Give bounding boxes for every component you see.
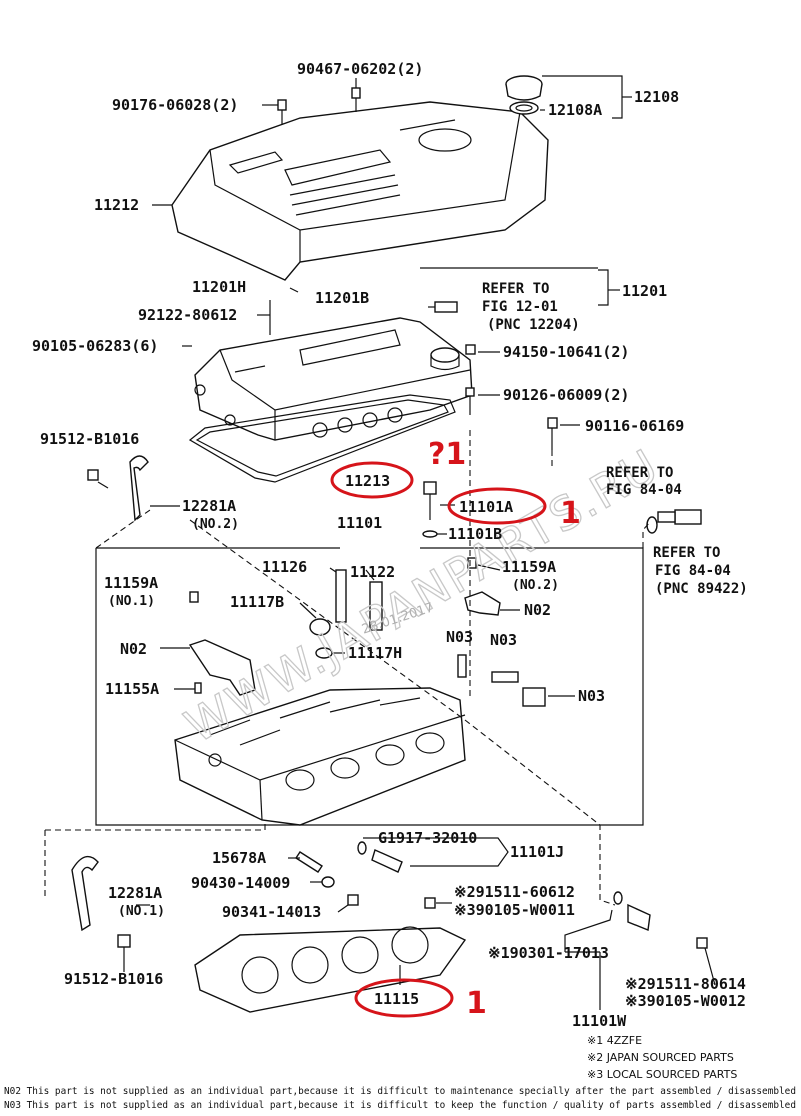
label-92122-80612: 92122-80612 [138, 306, 237, 324]
ref-fig-84-04-b-line1: REFER TO [653, 545, 720, 561]
ref-fig-12-01-line3: (PNC 12204) [487, 317, 580, 333]
label-91511-60612: ※291511-60612 [454, 883, 575, 901]
ref-fig-12-01-line2: FIG 12-01 [482, 299, 558, 315]
engine-cover-drawing [171, 101, 549, 281]
label-11101j: 11101J [510, 843, 564, 861]
engine-hanger-no1-drawing [71, 855, 131, 965]
ref-fig-84-04-b-line3: (PNC 89422) [655, 581, 748, 597]
label-11212: 11212 [94, 196, 139, 214]
assembly-leader-lines [44, 430, 651, 906]
label-no1-hanger: (NO.1) [118, 904, 165, 919]
label-n03-b: N03 [490, 631, 517, 649]
label-90105-w0011: ※390105-W0011 [454, 901, 575, 919]
label-n02-left: N02 [120, 640, 147, 658]
footnote-n02: N02 This part is not supplied as an indi… [4, 1086, 796, 1097]
label-11117b: 11117B [230, 593, 284, 611]
label-n02-right: N02 [524, 601, 551, 619]
label-11201b: 11201B [315, 289, 369, 307]
head-gasket-drawing [194, 926, 467, 1013]
red-mark-1-top: 1 [560, 496, 581, 531]
highlight-oval-11115 [354, 978, 454, 1018]
label-90341-14013: 90341-14013 [222, 903, 321, 921]
highlight-oval-11101a [447, 487, 547, 525]
label-90467-06202: 90467-06202(2) [297, 60, 423, 78]
footnote-n03: N03 This part is not supplied as an indi… [4, 1100, 796, 1111]
ref-fig-84-04-b-line2: FIG 84-04 [655, 563, 731, 579]
label-90176-06028: 90176-06028(2) [112, 96, 238, 114]
lower-parts-drawing [295, 841, 708, 949]
label-11122: 11122 [350, 563, 395, 581]
label-90116-06169: 90116-06169 [585, 417, 684, 435]
label-11117h: 11117H [348, 644, 402, 662]
label-15678a: 15678A [212, 849, 266, 867]
label-11201: 11201 [622, 282, 667, 300]
engine-hanger-no2-drawing [87, 455, 149, 522]
label-11115: 11115 [374, 990, 419, 1008]
cylinder-head-frame [95, 547, 644, 826]
label-leader-lines [123, 75, 716, 1010]
ref-fig-84-04-a-line1: REFER TO [606, 465, 673, 481]
label-12281a-no2: 12281A [182, 497, 236, 515]
label-11201h: 11201H [192, 278, 246, 296]
label-11101: 11101 [337, 514, 382, 532]
cylinder-head-drawing [174, 687, 466, 826]
label-11213: 11213 [345, 472, 390, 490]
label-90105-w0012: ※390105-W0012 [625, 992, 746, 1010]
label-11101b: 11101B [448, 525, 502, 543]
note-4zzfe: ※1 4ZZFE [587, 1034, 642, 1047]
label-no2-cap: (NO.2) [512, 578, 559, 593]
label-90301-17013: ※190301-17013 [488, 944, 609, 962]
label-90430-14009: 90430-14009 [191, 874, 290, 892]
red-mark-1-bottom: 1 [466, 986, 487, 1021]
stud-bolt-drawing [547, 417, 558, 470]
label-11101a: 11101A [459, 498, 513, 516]
ref-fig-84-04-a-line2: FIG 84-04 [606, 482, 682, 498]
label-90126-06009: 90126-06009(2) [503, 386, 629, 404]
label-no2-hanger: (NO.2) [192, 517, 239, 532]
label-12281a-no1: 12281A [108, 884, 162, 902]
question-mark-note: ?1 [428, 437, 466, 472]
head-cover-gasket-drawing [188, 394, 456, 483]
head-bolt-drawing [422, 481, 438, 538]
label-12108: 12108 [634, 88, 679, 106]
label-n03-a: N03 [446, 628, 473, 646]
sensor-right-drawing [646, 509, 702, 534]
pcv-valve-drawing [428, 301, 476, 415]
label-11155a: 11155A [105, 680, 159, 698]
label-11101w: 11101W [572, 1012, 627, 1030]
label-g1917-32010: G1917-32010 [378, 829, 477, 847]
camshaft-bearing-caps-drawing [188, 557, 546, 707]
label-91512-b1016-top: 91512-B1016 [40, 430, 139, 448]
head-cover-drawing [194, 317, 473, 441]
note-local-sourced: ※3 LOCAL SOURCED PARTS [587, 1068, 737, 1081]
label-90105-06283: 90105-06283(6) [32, 337, 158, 355]
note-japan-sourced: ※2 JAPAN SOURCED PARTS [587, 1051, 734, 1064]
highlight-oval-11213 [330, 461, 414, 499]
oil-cap-drawing [505, 75, 543, 115]
label-no1-cap: (NO.1) [108, 594, 155, 609]
label-n03-c: N03 [578, 687, 605, 705]
label-11159a-no2: 11159A [502, 558, 556, 576]
ref-fig-12-01-line1: REFER TO [482, 281, 549, 297]
label-11126: 11126 [262, 558, 307, 576]
label-91511-80614: ※291511-80614 [625, 975, 746, 993]
label-12108a: 12108A [548, 101, 602, 119]
label-91512-b1016-bottom: 91512-B1016 [64, 970, 163, 988]
label-11159a-no1: 11159A [104, 574, 158, 592]
valve-guide-drawing [309, 569, 383, 659]
label-94150-10641: 94150-10641(2) [503, 343, 629, 361]
